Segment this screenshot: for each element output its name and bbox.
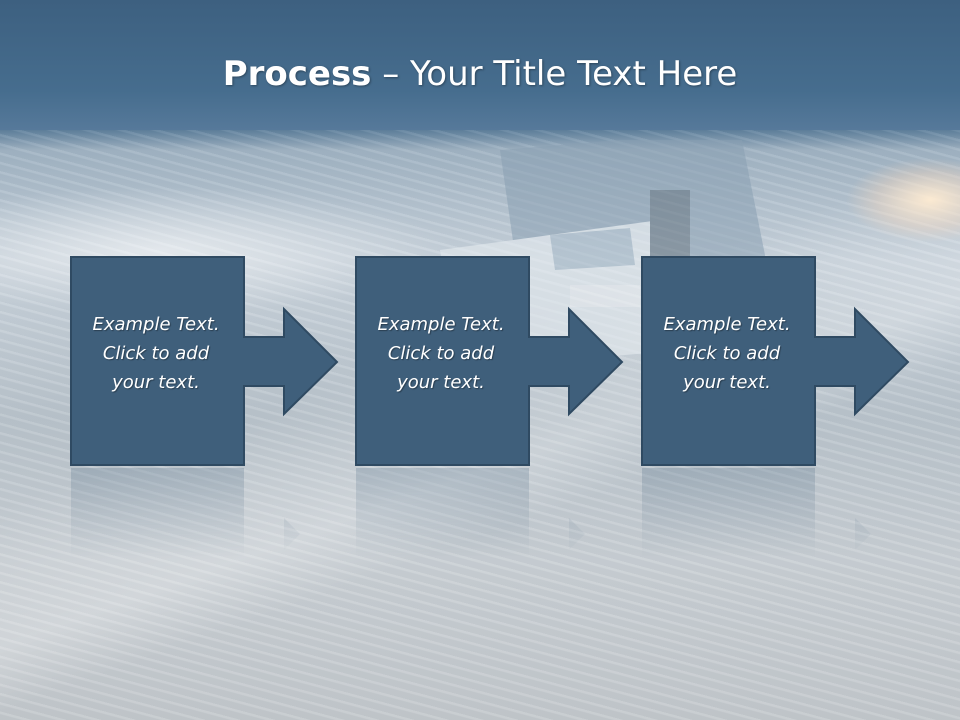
process-step-3[interactable]: Example Text. Click to add your text.: [641, 256, 921, 472]
process-step-2[interactable]: Example Text. Click to add your text.: [355, 256, 635, 472]
slide-title[interactable]: Process – Your Title Text Here: [0, 52, 960, 96]
process-step-1[interactable]: Example Text. Click to add your text.: [70, 256, 350, 472]
step-text[interactable]: Example Text. Click to add your text.: [663, 314, 791, 393]
arrow-box-shape: [70, 256, 339, 466]
title-bold-part: Process: [222, 54, 372, 94]
step-3-reflection: [641, 468, 921, 558]
step-text[interactable]: Example Text. Click to add your text.: [377, 314, 505, 393]
arrow-box-shape: [355, 256, 624, 466]
step-2-reflection: [355, 468, 635, 558]
title-rest-part: – Your Title Text Here: [371, 54, 738, 94]
step-text[interactable]: Example Text. Click to add your text.: [92, 314, 220, 393]
step-1-reflection: [70, 468, 350, 558]
arrow-box-shape: [641, 256, 910, 466]
title-band: [0, 0, 960, 130]
